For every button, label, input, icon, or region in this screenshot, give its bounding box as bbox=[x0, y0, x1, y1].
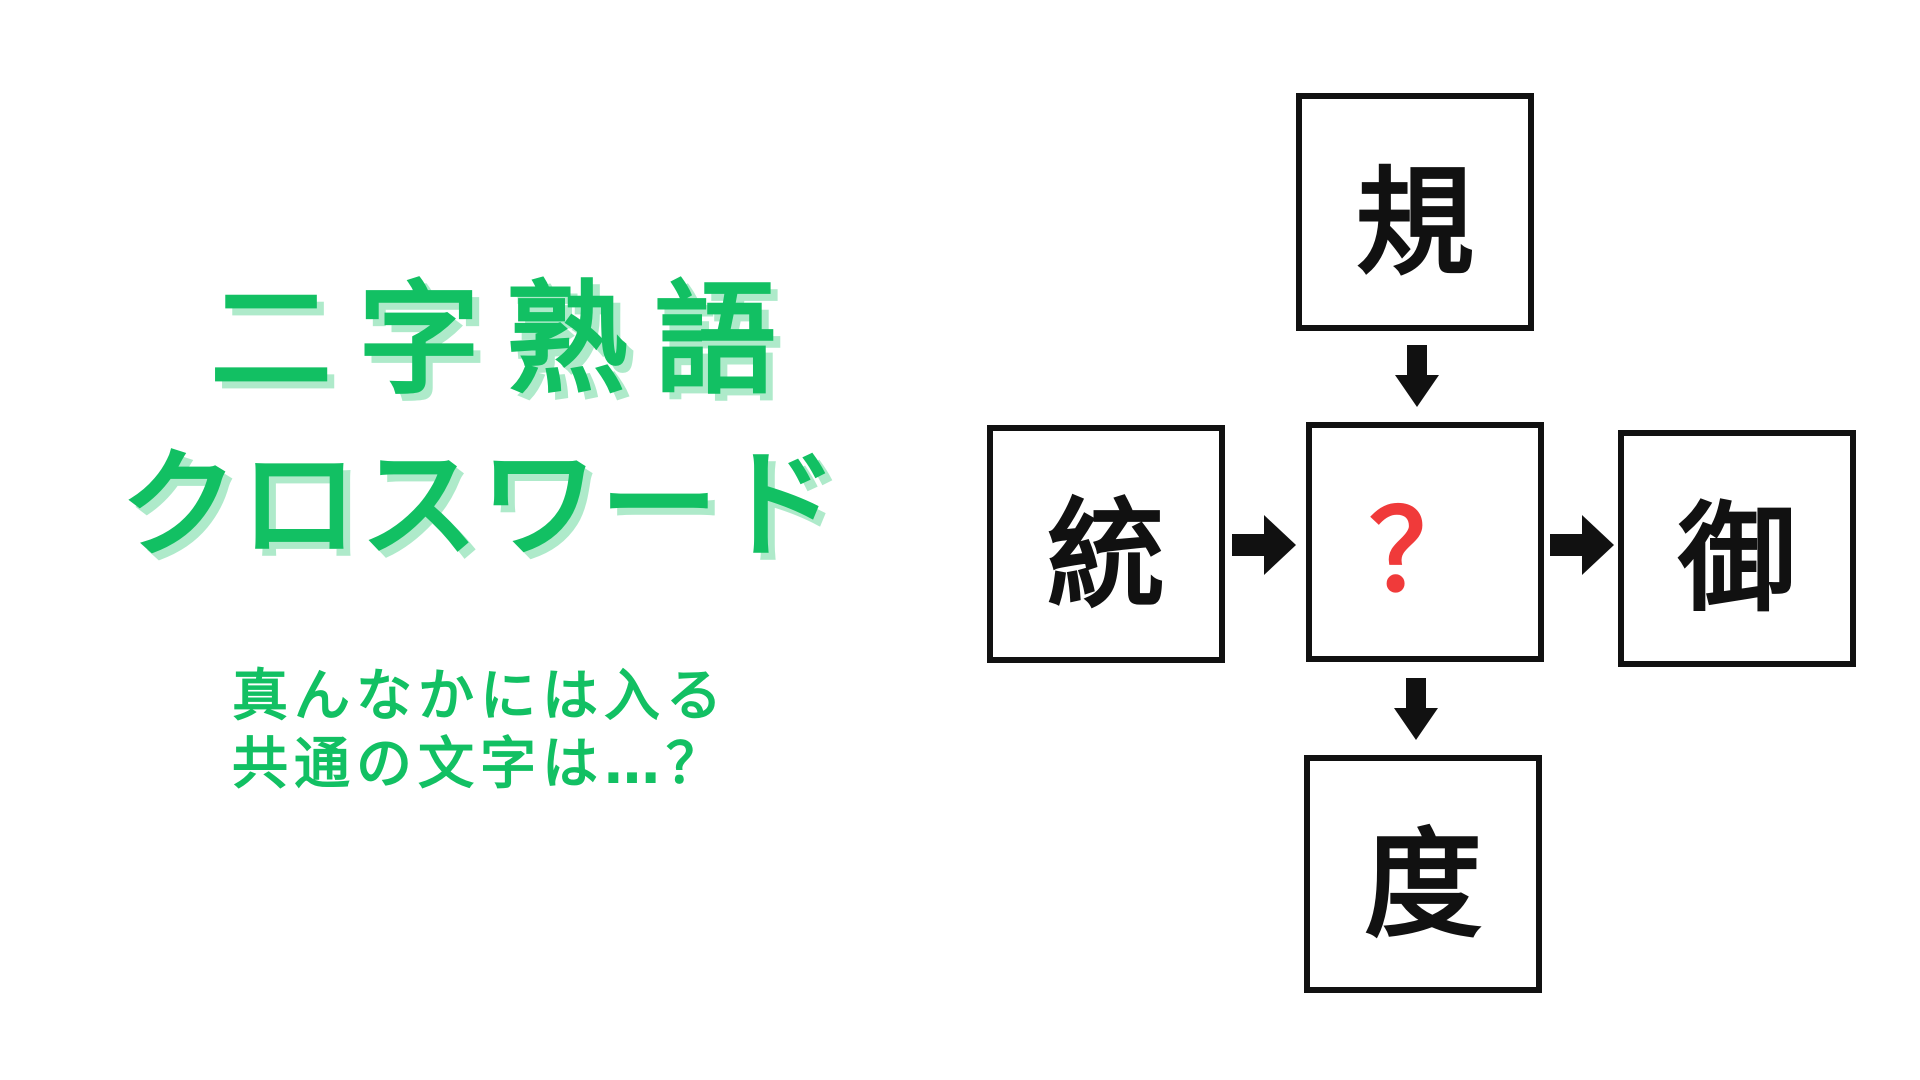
puzzle-cell-top: 規 bbox=[1296, 93, 1534, 331]
cell-bottom-char: 度 bbox=[1363, 815, 1482, 954]
puzzle-cell-center[interactable]: ？ bbox=[1306, 422, 1544, 662]
arrow-right-icon bbox=[1232, 515, 1296, 575]
arrow-down-icon bbox=[1395, 345, 1439, 407]
subtitle-line-1: 真んなかには入る bbox=[232, 664, 728, 729]
cell-top-char: 規 bbox=[1355, 153, 1474, 292]
arrow-down-icon bbox=[1394, 678, 1438, 740]
title-line-1: 二字熟語 bbox=[210, 269, 802, 411]
question-mark: ？ bbox=[1369, 487, 1481, 617]
cell-left-char: 統 bbox=[1046, 485, 1165, 624]
puzzle-cell-bottom: 度 bbox=[1304, 755, 1542, 993]
puzzle-cell-left: 統 bbox=[987, 425, 1225, 663]
cell-right-char: 御 bbox=[1677, 490, 1796, 628]
arrow-right-icon bbox=[1550, 515, 1614, 575]
subtitle-line-2: 共通の文字は…？ bbox=[232, 732, 728, 797]
puzzle-cell-right: 御 bbox=[1618, 430, 1856, 667]
title-line-2: クロスワード bbox=[119, 436, 840, 574]
